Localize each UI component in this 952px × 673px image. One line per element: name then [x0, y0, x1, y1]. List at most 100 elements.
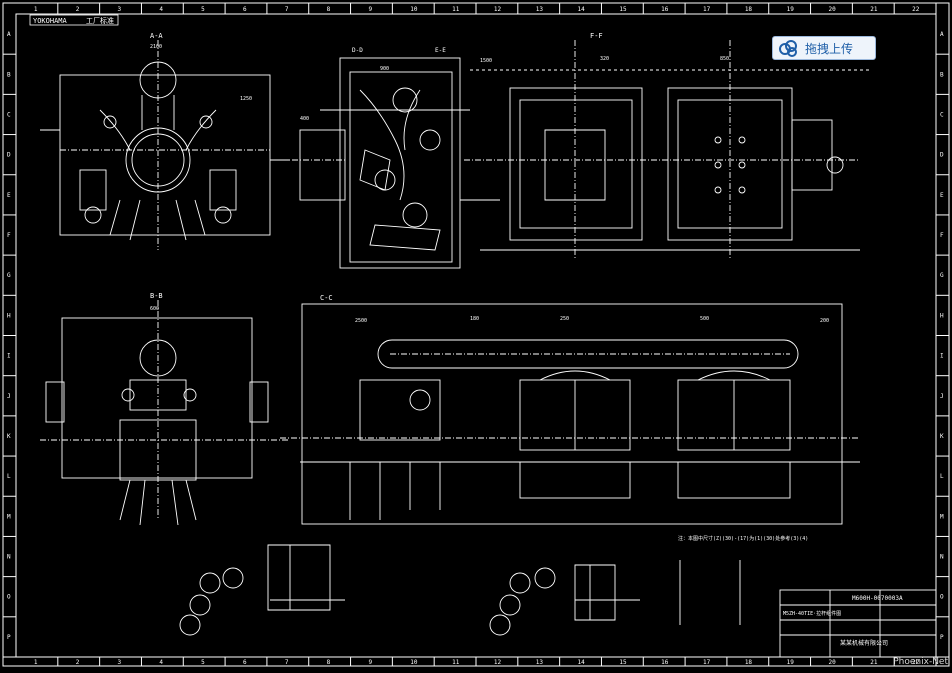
view-top-right: F-F: [464, 32, 870, 260]
svg-text:D-D: D-D: [352, 47, 363, 54]
label-layer: 1122334455667788991010111112121313141415…: [7, 6, 944, 666]
grid-letter-left: P: [7, 634, 11, 641]
dimension-label: 850: [720, 56, 729, 62]
svg-text:F-F: F-F: [590, 32, 603, 40]
inner-frame: [15, 13, 937, 658]
grid-letter-right: E: [940, 192, 944, 199]
grid-letter-left: M: [7, 513, 11, 520]
dimension-label: 900: [380, 66, 389, 72]
grid-number-top: 7: [285, 6, 289, 13]
dimension-label: 400: [300, 116, 309, 122]
title-block-note: M5ZH-40TIE·拉杆组件图: [783, 610, 841, 617]
view-mechanism: D-D E-E: [270, 47, 500, 269]
grid-letter-right: F: [940, 232, 944, 239]
grid-number-bottom: 15: [619, 659, 627, 666]
upload-button[interactable]: 拖拽上传: [772, 36, 876, 60]
grid-letter-right: M: [940, 513, 944, 520]
dimension-label: 600: [150, 306, 159, 312]
grid-number-top: 12: [494, 6, 502, 13]
grid-letter-left: K: [7, 433, 11, 440]
grid-letter-right: N: [940, 554, 944, 561]
dimension-label: 180: [470, 316, 479, 322]
grid-letter-right: I: [940, 353, 944, 360]
header-standard-box: 工厂标准: [86, 16, 114, 25]
grid-letter-right: O: [940, 594, 944, 601]
dimension-label: 2500: [355, 318, 367, 324]
grid-number-bottom: 12: [494, 659, 502, 666]
grid-number-top: 2: [76, 6, 80, 13]
grid-letter-left: N: [7, 554, 11, 561]
view-top-left: A-A: [40, 32, 290, 250]
grid-letter-right: B: [940, 71, 944, 78]
grid-number-bottom: 10: [410, 659, 418, 666]
svg-text:C-C: C-C: [320, 294, 333, 302]
grid-letter-left: L: [7, 473, 11, 480]
grid-number-top: 4: [159, 6, 163, 13]
dimension-label: 500: [700, 316, 709, 322]
grid-number-top: 13: [536, 6, 544, 13]
grid-number-bottom: 21: [870, 659, 878, 666]
grid-number-top: 8: [327, 6, 331, 13]
grid-number-bottom: 20: [828, 659, 836, 666]
grid-letter-left: C: [7, 111, 11, 118]
drawing-number: M600H-0070003A: [852, 595, 903, 602]
company-name: 某某机械有限公司: [840, 639, 888, 647]
grid-number-top: 9: [368, 6, 372, 13]
grid-number-bottom: 1: [34, 659, 38, 666]
grid-number-top: 22: [912, 6, 920, 13]
grid-number-bottom: 18: [745, 659, 753, 666]
grid-number-bottom: 5: [201, 659, 205, 666]
grid-number-top: 3: [118, 6, 122, 13]
grid-number-top: 11: [452, 6, 460, 13]
grid-letter-right: G: [940, 272, 944, 279]
grid-letter-right: P: [940, 634, 944, 641]
dimension-label: 200: [820, 318, 829, 324]
grid-number-top: 17: [703, 6, 711, 13]
grid-number-bottom: 17: [703, 659, 711, 666]
grid-letter-right: L: [940, 473, 944, 480]
grid-number-bottom: 13: [536, 659, 544, 666]
grid-number-top: 19: [787, 6, 795, 13]
grid-number-bottom: 6: [243, 659, 247, 666]
upload-button-label: 拖拽上传: [805, 41, 854, 56]
svg-text:A-A: A-A: [150, 32, 163, 40]
grid-ticks: [3, 3, 949, 666]
cloud-upload-icon: [779, 40, 797, 57]
grid-number-bottom: 3: [118, 659, 122, 666]
svg-text:E-E: E-E: [435, 47, 446, 54]
grid-letter-left: F: [7, 232, 11, 239]
grid-letter-right: H: [940, 312, 944, 319]
view-elevation: C-C: [280, 294, 860, 525]
grid-number-bottom: 19: [787, 659, 795, 666]
dimension-label: 2100: [150, 44, 162, 50]
grid-number-top: 15: [619, 6, 627, 13]
grid-number-top: 5: [201, 6, 205, 13]
svg-text:B-B: B-B: [150, 292, 163, 300]
grid-number-top: 10: [410, 6, 418, 13]
grid-number-bottom: 7: [285, 659, 289, 666]
grid-letter-left: E: [7, 192, 11, 199]
grid-letter-left: B: [7, 71, 11, 78]
header-yokohama: YOKOHAMA: [33, 17, 68, 25]
grid-number-top: 18: [745, 6, 753, 13]
title-block: [779, 589, 937, 658]
grid-number-bottom: 22: [912, 659, 920, 666]
grid-letter-right: A: [940, 31, 944, 38]
grid-number-top: 14: [578, 6, 586, 13]
detail-views: [179, 544, 741, 636]
view-side: B-B: [40, 292, 290, 526]
grid-letter-left: A: [7, 31, 11, 38]
grid-letter-right: D: [940, 152, 944, 159]
grid-letter-left: O: [7, 594, 11, 601]
grid-letter-right: C: [940, 111, 944, 118]
grid-number-bottom: 16: [661, 659, 669, 666]
dimension-label: 1500: [480, 58, 492, 64]
watermark-text: Phoenix-Net: [893, 657, 948, 667]
grid-letter-left: I: [7, 353, 11, 360]
grid-number-bottom: 4: [159, 659, 163, 666]
grid-number-top: 6: [243, 6, 247, 13]
dimension-label: 320: [600, 56, 609, 62]
